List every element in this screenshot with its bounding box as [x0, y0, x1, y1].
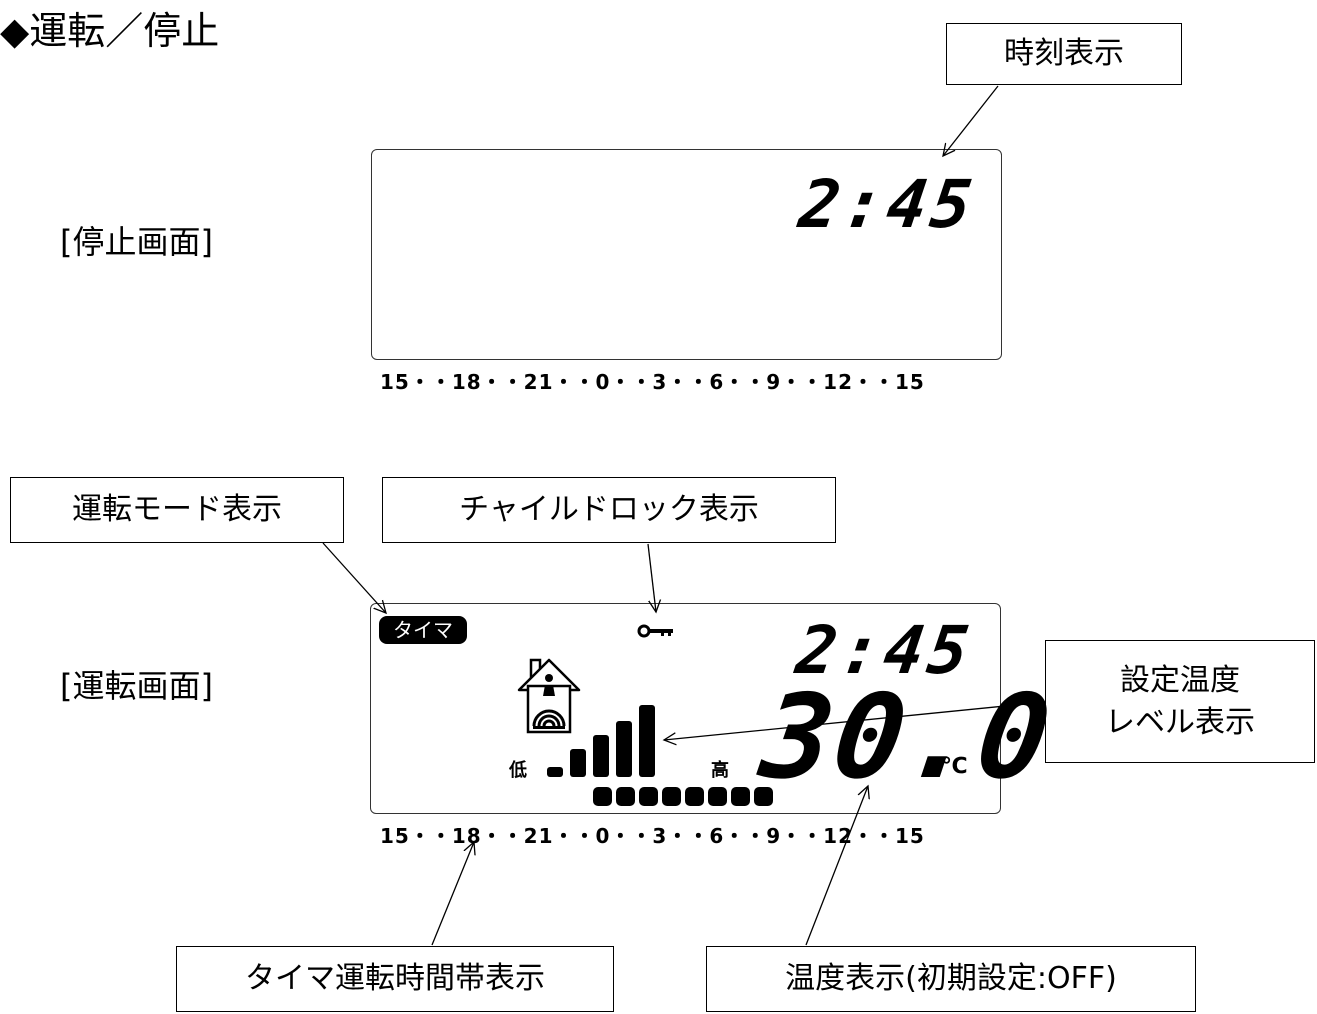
callout-temp-display-text: 温度表示(初期設定:OFF)	[785, 961, 1117, 996]
temperature-unit: ℃	[941, 754, 968, 779]
run-screen-label: [運転画面]	[60, 667, 213, 705]
callout-clock-display-text: 時刻表示	[1004, 36, 1124, 71]
leader-mode	[322, 542, 386, 613]
house-heater-icon	[517, 658, 581, 734]
run-screen-lcd: タイマ 低 高 2:45 30.0 ℃	[370, 603, 1060, 814]
callout-set-temp-level-line1: 設定温度	[1120, 662, 1240, 698]
level-bar-1	[547, 767, 563, 777]
leader-set-temp-level	[664, 701, 1046, 740]
leader-clock	[943, 85, 999, 156]
callout-timer-period-display-text: タイマ運転時間帯表示	[245, 961, 545, 996]
key-icon	[637, 624, 673, 638]
timer-block	[616, 787, 635, 806]
timer-block	[639, 787, 658, 806]
level-bar-4	[616, 721, 632, 777]
callout-mode-display: 運転モード表示	[10, 477, 344, 543]
timer-block	[731, 787, 750, 806]
callout-set-temp-level-line2: レベル表示	[1105, 704, 1255, 740]
callout-timer-period-display: タイマ運転時間帯表示	[176, 946, 614, 1012]
stop-screen-time-scale: 15・・18・・21・・0・・3・・6・・9・・12・・15	[380, 370, 925, 394]
timer-block	[662, 787, 681, 806]
timer-block	[593, 787, 612, 806]
leader-child-lock	[647, 543, 656, 612]
level-high-label: 高	[711, 760, 729, 781]
callout-clock-display: 時刻表示	[946, 23, 1182, 85]
level-low-label: 低	[509, 760, 527, 781]
level-bar-3	[593, 735, 609, 777]
stop-screen-label: [停止画面]	[60, 223, 213, 261]
callout-child-lock-display-text: チャイルドロック表示	[459, 492, 759, 527]
level-bar-5	[639, 705, 655, 777]
callout-mode-display-text: 運転モード表示	[72, 492, 282, 527]
level-bar-2	[570, 749, 586, 777]
mode-badge: タイマ	[379, 616, 467, 644]
section-heading: ◆運転／停止	[0, 9, 220, 53]
timer-block	[708, 787, 727, 806]
callout-temp-display: 温度表示(初期設定:OFF)	[706, 946, 1196, 1012]
stop-screen-lcd: 2:45	[371, 149, 1002, 360]
callout-set-temp-level: 設定温度 レベル表示	[1045, 640, 1315, 763]
timer-block	[754, 787, 773, 806]
timer-block	[685, 787, 704, 806]
leader-temp-display	[805, 786, 868, 946]
callout-child-lock-display: チャイルドロック表示	[382, 477, 836, 543]
leader-timer-period	[431, 842, 474, 946]
